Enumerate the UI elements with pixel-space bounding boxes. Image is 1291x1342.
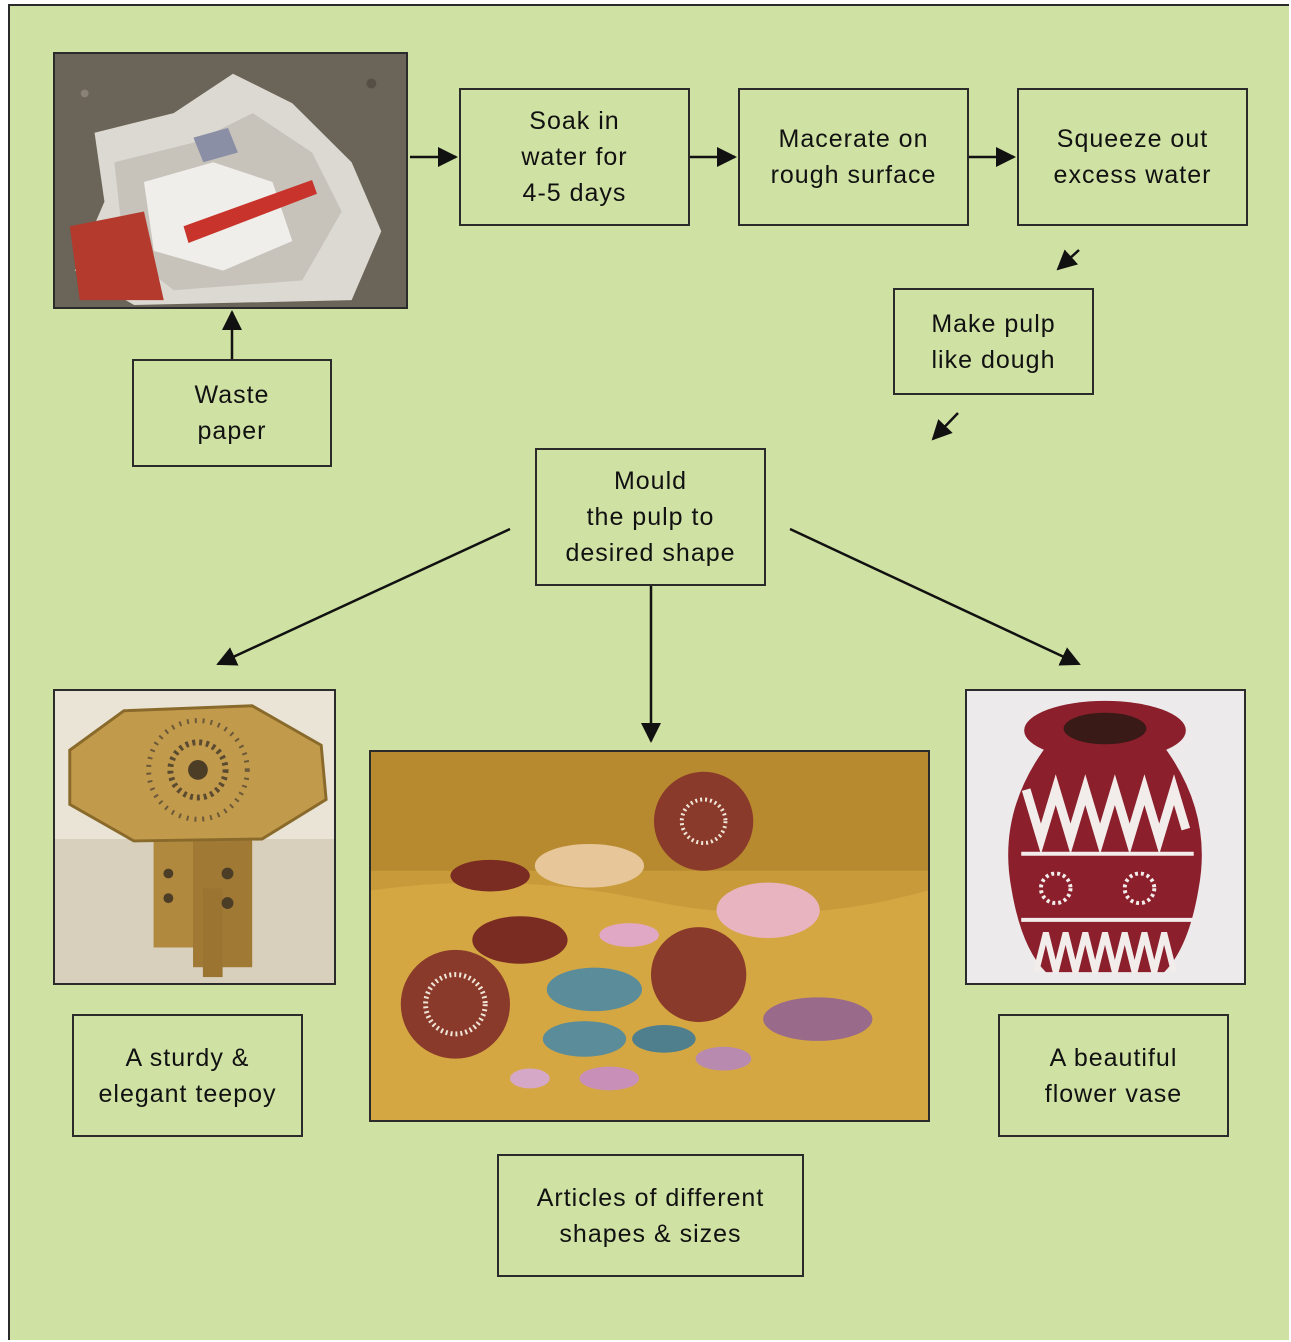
step-pulp-box: Make pulp like dough bbox=[893, 288, 1094, 395]
step-soak-box: Soak in water for 4-5 days bbox=[459, 88, 690, 226]
teepoy-photo bbox=[53, 689, 336, 985]
step-waste-box: Waste paper bbox=[132, 359, 332, 467]
vase-photo bbox=[965, 689, 1246, 985]
articles-photo bbox=[369, 750, 930, 1122]
step-macerate-box: Macerate on rough surface bbox=[738, 88, 969, 226]
teepoy-label-box: A sturdy & elegant teepoy bbox=[72, 1014, 303, 1137]
arrow-mould-to-vase bbox=[789, 527, 1081, 666]
arrow-pulp-to-mould bbox=[931, 412, 959, 441]
waste-paper-photo bbox=[53, 52, 408, 309]
articles-label-box: Articles of different shapes & sizes bbox=[497, 1154, 804, 1277]
arrow-squeeze-to-pulp bbox=[1056, 249, 1080, 271]
step-squeeze-box: Squeeze out excess water bbox=[1017, 88, 1248, 226]
step-mould-box: Mould the pulp to desired shape bbox=[535, 448, 766, 586]
vase-label-box: A beautiful flower vase bbox=[998, 1014, 1229, 1137]
arrow-mould-to-teepoy bbox=[216, 527, 511, 666]
